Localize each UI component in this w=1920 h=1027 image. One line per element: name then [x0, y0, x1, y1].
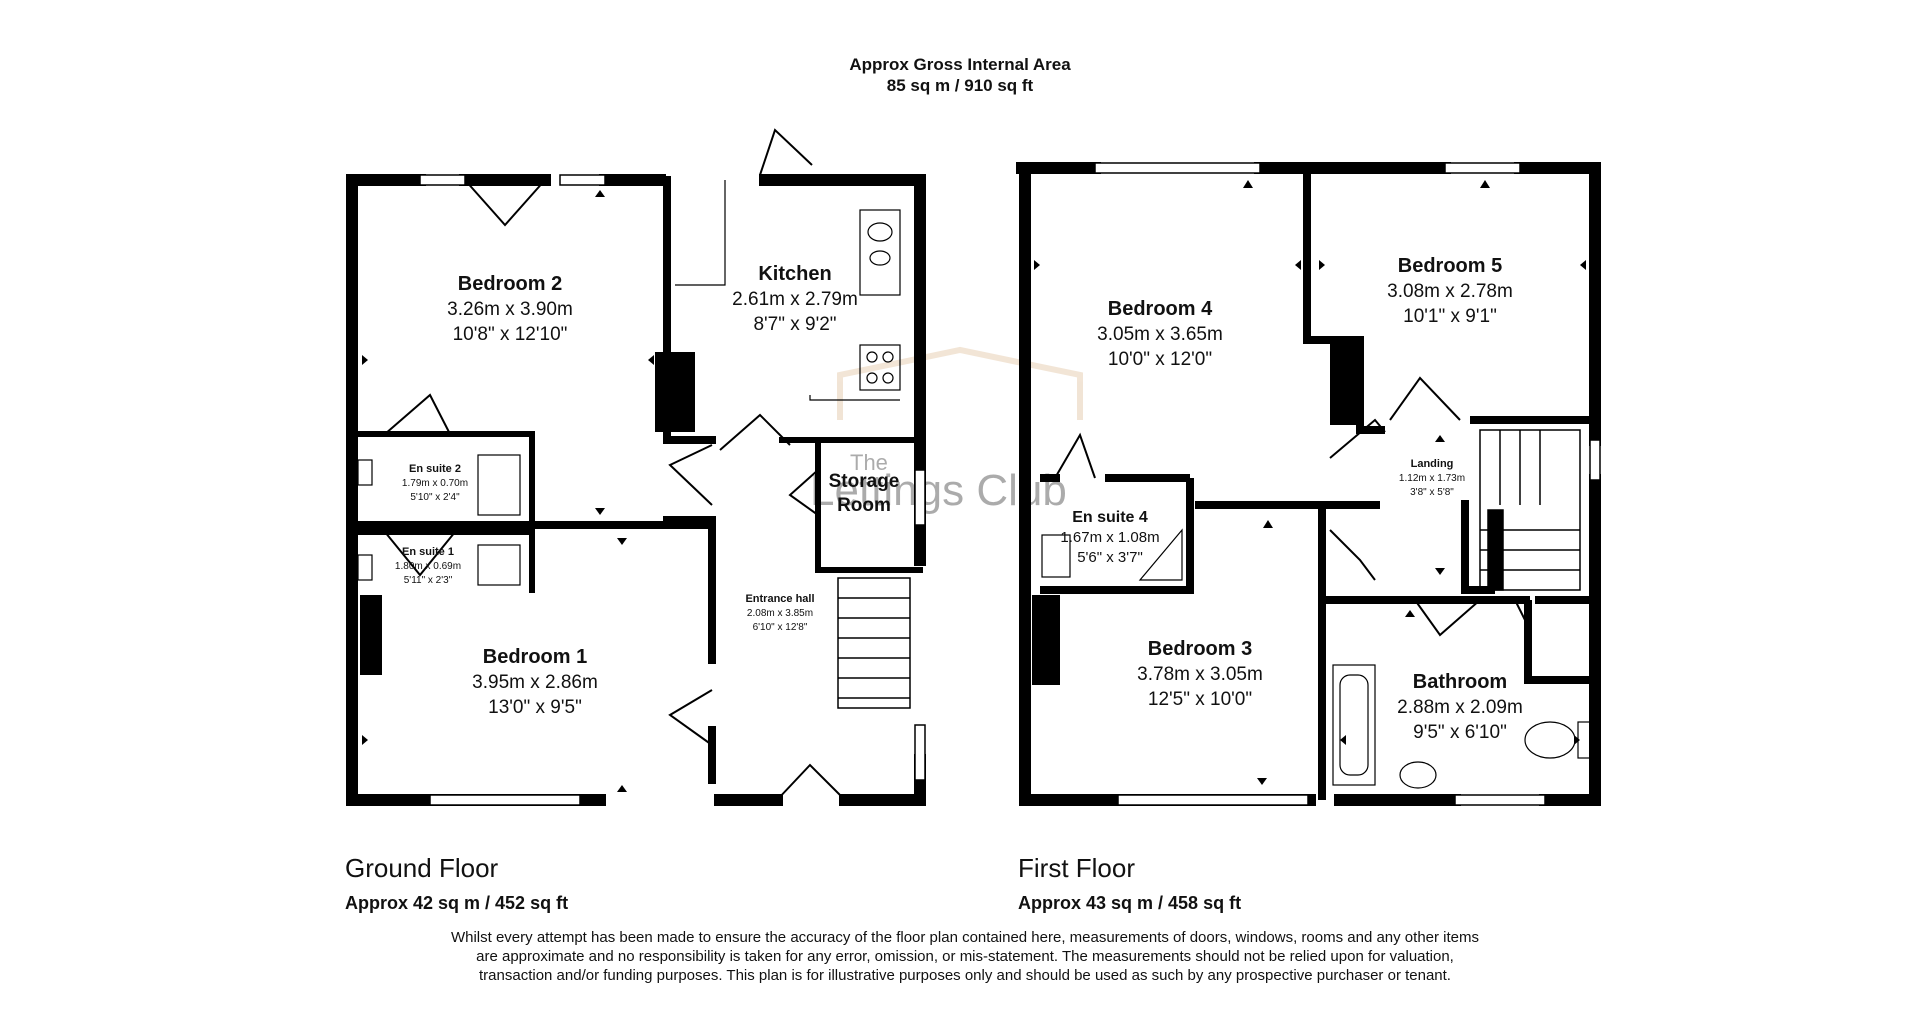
ground-floor-stairs	[837, 577, 911, 709]
gross-area-value: 85 sq m / 910 sq ft	[886, 76, 1034, 95]
room-metric-bedroom1: 3.95m x 2.86m	[472, 672, 598, 693]
room-metric-kitchen: 2.61m x 2.79m	[732, 289, 858, 310]
ground-floor-area: Approx 42 sq m / 452 sq ft	[345, 893, 569, 913]
first-floor-doors	[1054, 376, 1529, 646]
room-imperial-ensuite1: 5'11" x 2'3"	[404, 575, 453, 586]
gross-area-title: Approx Gross Internal Area	[849, 55, 1071, 74]
ensuite-fittings	[357, 454, 521, 586]
room-imperial-bedroom5: 10'1" x 9'1"	[1403, 306, 1497, 327]
room-metric-ensuite4: 1.67m x 1.08m	[1060, 529, 1159, 546]
room-name-landing: Landing	[1411, 458, 1454, 470]
room-name-hall: Entrance hall	[745, 593, 814, 605]
room-name-bedroom3: Bedroom 3	[1148, 638, 1252, 660]
chimney-block	[1330, 340, 1360, 425]
room-imperial-ensuite4: 5'6" x 3'7"	[1077, 549, 1143, 566]
room-metric-bedroom2: 3.26m x 3.90m	[447, 299, 573, 320]
room-metric-hall: 2.08m x 3.85m	[747, 608, 813, 619]
room-imperial-bathroom: 9'5" x 6'10"	[1413, 722, 1507, 743]
room-imperial-ensuite2: 5'10" x 2'4"	[410, 492, 460, 503]
bathroom-fittings	[1041, 528, 1591, 789]
first-floor-stairs	[1479, 429, 1581, 591]
room-name-bedroom4: Bedroom 4	[1108, 298, 1213, 320]
room-name-bathroom: Bathroom	[1413, 671, 1507, 693]
chimney-block	[1032, 595, 1060, 685]
room-imperial-kitchen: 8'7" x 9'2"	[753, 314, 836, 335]
room-imperial-hall: 6'10" x 12'8"	[753, 622, 808, 633]
chimney-block	[655, 352, 695, 432]
first-floor-plan	[1016, 162, 1601, 806]
ground-floor-title: Ground Floor	[345, 853, 499, 883]
room-imperial-landing: 3'8" x 5'8"	[1410, 487, 1454, 498]
room-imperial-bedroom3: 12'5" x 10'0"	[1148, 689, 1252, 710]
room-name-bedroom5: Bedroom 5	[1398, 255, 1502, 277]
room-name-bedroom1: Bedroom 1	[483, 646, 587, 668]
first-floor-windows	[1094, 162, 1601, 806]
room-metric-bedroom5: 3.08m x 2.78m	[1387, 281, 1513, 302]
dimension-markers	[362, 180, 1586, 792]
room-imperial-bedroom1: 13'0" x 9'5"	[488, 697, 582, 718]
room-name-bedroom2: Bedroom 2	[458, 273, 562, 295]
room-metric-bathroom: 2.88m x 2.09m	[1397, 697, 1523, 718]
watermark-the: The	[850, 450, 888, 475]
room-name-ensuite4: En suite 4	[1072, 509, 1148, 526]
ground-floor-doors	[384, 128, 846, 801]
kitchen-fittings	[675, 180, 901, 401]
room-imperial-bedroom4: 10'0" x 12'0"	[1108, 349, 1212, 370]
room-name-kitchen: Kitchen	[758, 263, 831, 285]
room-name-ensuite2: En suite 2	[409, 463, 461, 475]
room-metric-landing: 1.12m x 1.73m	[1399, 473, 1465, 484]
room-metric-bedroom3: 3.78m x 3.05m	[1137, 664, 1263, 685]
disclaimer-text: Whilst every attempt has been made to en…	[450, 929, 1480, 984]
room-metric-ensuite2: 1.79m x 0.70m	[402, 478, 468, 489]
room-imperial-bedroom2: 10'8" x 12'10"	[453, 324, 568, 345]
room-name-ensuite1: En suite 1	[402, 546, 454, 558]
first-floor-title: First Floor	[1018, 853, 1135, 883]
room-name-storage-line2: Room	[837, 495, 891, 516]
ground-floor-windows	[419, 174, 926, 806]
ground-floor-plan	[346, 174, 926, 806]
room-metric-ensuite1: 1.80m x 0.69m	[395, 561, 461, 572]
room-name-storage-line1: Storage	[829, 471, 900, 492]
chimney-block	[360, 595, 382, 675]
room-metric-bedroom4: 3.05m x 3.65m	[1097, 324, 1223, 345]
first-floor-area: Approx 43 sq m / 458 sq ft	[1018, 893, 1242, 913]
